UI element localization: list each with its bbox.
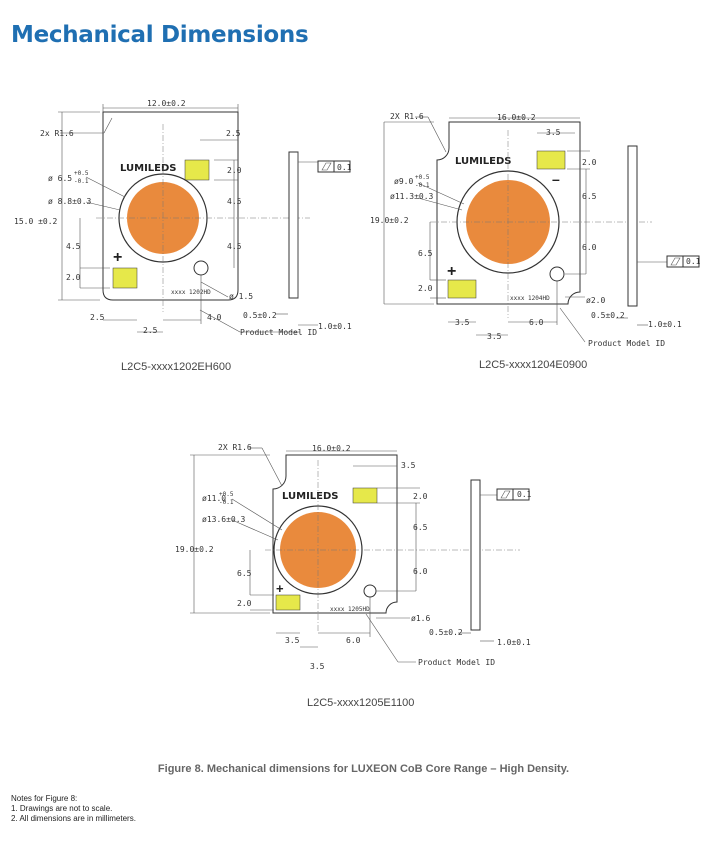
tol-plus: +0.5 xyxy=(219,491,234,498)
dim-hole: ø2.0 xyxy=(586,296,605,305)
model-label: Product Model ID xyxy=(418,658,495,667)
drawing-1204: LUMILEDS + – xxxx 1204HD xyxy=(370,112,701,348)
dim-thickness: 0.5±0.2 xyxy=(591,311,625,320)
dim-a: 6.5 xyxy=(582,192,597,201)
caption-1205: L2C5-xxxx1205E1100 xyxy=(307,697,415,709)
dim-g: 6.0 xyxy=(529,318,544,327)
dim-les-inner: ø11.3±0.3 xyxy=(390,192,434,201)
dim-les-inner: ø13.6±0.3 xyxy=(202,515,246,524)
tol-minus: -0.1 xyxy=(219,499,234,506)
dim-total-h: 1.0±0.1 xyxy=(648,320,682,329)
dim-thickness: 0.5±0.2 xyxy=(429,628,463,637)
dim-flatness: 0.1 xyxy=(337,163,352,172)
dim-radius: 2X R1.6 xyxy=(390,112,424,121)
note-item: 2. All dimensions are in millimeters. xyxy=(11,814,136,823)
dim-les-outer: ø 6.5 xyxy=(48,174,72,183)
caption-1204: L2C5-xxxx1204E0900 xyxy=(479,359,588,371)
dim-e: 3.5 xyxy=(285,636,300,645)
dim-flatness: 0.1 xyxy=(686,257,701,266)
dim-c: 6.5 xyxy=(418,249,433,258)
plus-icon: + xyxy=(447,263,456,280)
model-id-text: xxxx 1204HD xyxy=(510,295,550,302)
dim-height: 15.0 ±0.2 xyxy=(14,217,58,226)
dim-width: 12.0±0.2 xyxy=(147,99,186,108)
dim-a: 4.5 xyxy=(227,197,242,206)
caption-1202: L2C5-xxxx1202EH600 xyxy=(121,361,232,373)
plus-icon: + xyxy=(113,249,122,266)
dim-pad-h: 2.0 xyxy=(227,166,242,175)
dim-width: 16.0±0.2 xyxy=(312,444,351,453)
model-label: Product Model ID xyxy=(240,328,317,337)
dim-pad-w: 2.5 xyxy=(226,129,241,138)
dim-height: 19.0±0.2 xyxy=(370,216,409,225)
dim-c: 4.5 xyxy=(66,242,81,251)
lumileds-logo: LUMILEDS xyxy=(455,156,512,167)
dim-height: 19.0±0.2 xyxy=(175,545,214,554)
drawing-1202: LUMILEDS + xxxx 1202HD xyxy=(14,99,352,337)
model-id-text: xxxx 1205HD xyxy=(330,606,370,613)
dim-e: 2.5 xyxy=(90,313,105,322)
dim-pad-w: 3.5 xyxy=(546,128,561,137)
notes: Notes for Figure 8: 1. Drawings are not … xyxy=(11,794,136,824)
notes-heading: Notes for Figure 8: xyxy=(11,794,78,803)
dim-d: 2.0 xyxy=(237,599,252,608)
dim-total-h: 1.0±0.1 xyxy=(497,638,531,647)
dim-f: 2.5 xyxy=(143,326,158,335)
dim-radius: 2x R1.6 xyxy=(40,129,74,138)
dim-hole: ø1.6 xyxy=(411,614,430,623)
dim-pad-w: 3.5 xyxy=(401,461,416,470)
dim-e: 3.5 xyxy=(455,318,470,327)
minus-icon: – xyxy=(552,171,560,187)
dim-b: 6.0 xyxy=(413,567,428,576)
dim-les-inner: ø 8.8±0.3 xyxy=(48,197,92,206)
dim-f: 3.5 xyxy=(487,332,502,341)
plus-icon: + xyxy=(276,581,284,596)
dim-thickness: 0.5±0.2 xyxy=(243,311,277,320)
dim-hole: ø 1.5 xyxy=(229,292,253,301)
dim-les-outer: ø9.0 xyxy=(394,177,413,186)
mechanical-drawings: LUMILEDS + xxxx 1202HD xyxy=(14,99,701,671)
model-id-text: xxxx 1202HD xyxy=(171,289,211,296)
tol-plus: +0.5 xyxy=(74,170,89,177)
dim-d: 2.0 xyxy=(418,284,433,293)
figure-caption: Figure 8. Mechanical dimensions for LUXE… xyxy=(157,763,570,775)
lumileds-logo: LUMILEDS xyxy=(120,163,177,174)
dim-radius: 2X R1.6 xyxy=(218,443,252,452)
lumileds-logo: LUMILEDS xyxy=(282,491,339,502)
dim-pad-h: 2.0 xyxy=(582,158,597,167)
dim-d: 2.0 xyxy=(66,273,81,282)
model-label: Product Model ID xyxy=(588,339,665,348)
drawing-1205: LUMILEDS + xxxx 1205HD xyxy=(175,443,532,671)
tol-minus: -0.1 xyxy=(415,182,430,189)
dim-a: 6.5 xyxy=(413,523,428,532)
page-title: Mechanical Dimensions xyxy=(11,22,309,48)
dim-width: 16.0±0.2 xyxy=(497,113,536,122)
dim-g: 4.0 xyxy=(207,313,222,322)
tol-minus: -0.1 xyxy=(74,178,89,185)
dim-pad-h: 2.0 xyxy=(413,492,428,501)
dim-les-outer: ø11.0 xyxy=(202,494,226,503)
dim-b: 4.5 xyxy=(227,242,242,251)
dim-b: 6.0 xyxy=(582,243,597,252)
tol-plus: +0.5 xyxy=(415,174,430,181)
dim-total-h: 1.0±0.1 xyxy=(318,322,352,331)
dim-f: 3.5 xyxy=(310,662,325,671)
dim-g: 6.0 xyxy=(346,636,361,645)
note-item: 1. Drawings are not to scale. xyxy=(11,804,113,813)
dim-flatness: 0.1 xyxy=(517,490,532,499)
dim-c: 6.5 xyxy=(237,569,252,578)
